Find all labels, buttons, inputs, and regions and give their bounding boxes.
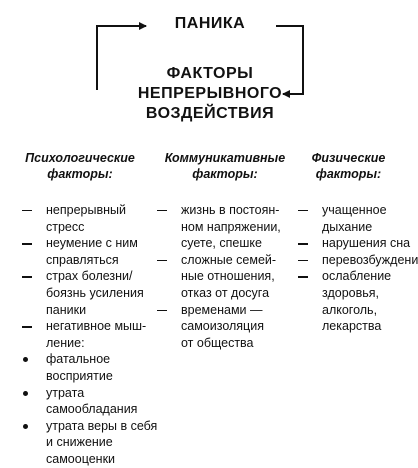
list-item-text: перевозбуждение — [322, 252, 418, 269]
list-item-line: самоизоляция — [181, 319, 264, 334]
column-heading: Психологические факторы: — [20, 150, 140, 182]
list-item-text: непрерывный стресс — [46, 202, 170, 235]
factors-title-line: ФАКТОРЫ — [166, 65, 254, 82]
list-item-line: ном напряжении, — [181, 219, 281, 234]
list-item-line: самооценки — [46, 451, 116, 466]
list-item-text: нарушения сна — [322, 235, 414, 252]
list-item: учащенное дыхание — [296, 202, 414, 235]
list-item-text: учащенное дыхание — [322, 202, 414, 235]
diagram: ПАНИКА ФАКТОРЫ НЕПРЕРЫВНОГО ВОЗДЕЙСТВИЯ … — [22, 15, 418, 466]
list-item-line: боязнь усиления — [46, 285, 144, 300]
list-item: страх болезни/боязнь усиления паники — [20, 268, 170, 318]
list-item-line: негативное мыш- — [46, 319, 147, 334]
list-item-line: неумение с ним — [46, 236, 138, 251]
list-item-line: временами — — [181, 302, 263, 317]
column-heading-line: Психологические — [25, 151, 135, 165]
list-item: нарушения сна — [296, 235, 414, 252]
column-heading: Коммуникативные факторы: — [155, 150, 295, 182]
list-item-line: здоровья, — [322, 285, 380, 300]
list-item-line: ослабление — [322, 269, 392, 284]
arrow-to-factors — [276, 25, 304, 98]
list-item-line: утрата веры в себя — [46, 418, 158, 433]
column-heading-line: Физические — [311, 151, 386, 165]
list-item-line: утрата — [46, 385, 85, 400]
factors-title-line: НЕПРЕРЫВНОГО — [137, 85, 283, 102]
list-item-line: дыхание — [322, 219, 373, 234]
column-heading-line: факторы: — [315, 167, 382, 181]
list-item: непрерывный стресс — [20, 202, 170, 235]
list-item-line: нарушения сна — [322, 236, 411, 251]
list-item-line: отказ от досуга — [181, 285, 270, 300]
list-item-line: сложные семей- — [181, 252, 277, 267]
arrow-to-panic — [96, 22, 147, 90]
list-item-line: жизнь в постоян- — [181, 203, 280, 217]
list-item-line: от общества — [181, 335, 254, 350]
communicative-factors-column: Коммуникативные факторы: жизнь в постоян… — [155, 150, 295, 351]
list-item-line: и снижение — [46, 435, 113, 450]
list-item-line: ление: — [46, 335, 85, 350]
panic-label: ПАНИКА — [174, 15, 246, 32]
list-item-text: сложные семей-ные отношения,отказ от дос… — [181, 252, 295, 302]
column-heading-line: факторы: — [192, 167, 258, 181]
list-item-line: перевозбуждение — [322, 252, 418, 267]
list-item: перевозбуждение — [296, 252, 418, 269]
list-item-line: непрерывный — [46, 203, 126, 217]
list-item: утрата самообладания — [20, 385, 170, 418]
psychological-factors-column: Психологические факторы: непрерывный стре… — [20, 150, 170, 468]
factors-title-line: ВОЗДЕЙСТВИЯ — [145, 105, 275, 122]
list-item-line: самообладания — [46, 402, 138, 417]
physical-factors-column: Физические факторы: учащенное дыхание нару… — [296, 150, 418, 335]
list-item-line: ные отношения, — [181, 269, 275, 284]
column-heading: Физические факторы: — [296, 150, 401, 182]
list-item: жизнь в постоян-ном напряжении, суете, сп… — [155, 202, 295, 252]
column-heading-line: Коммуникативные — [164, 151, 286, 165]
list-item-line: алкоголь, — [322, 302, 378, 317]
list-item-line: стресс — [46, 219, 85, 234]
list-item: негативное мыш-ление: — [20, 318, 170, 351]
list-item-line: справляться — [46, 252, 119, 267]
list-item-text: страх болезни/боязнь усиления паники — [46, 268, 170, 318]
cycle-arrows — [96, 22, 304, 98]
list-item-line: учащенное — [322, 203, 387, 217]
list-item-line: паники — [46, 302, 87, 317]
list-item-text: утрата самообладания — [46, 385, 170, 418]
column-heading-line: факторы: — [47, 167, 113, 181]
factors-title: ФАКТОРЫ НЕПРЕРЫВНОГО ВОЗДЕЙСТВИЯ — [110, 64, 310, 124]
list-item-text: негативное мыш-ление: — [46, 318, 170, 351]
factor-list: жизнь в постоян-ном напряжении, суете, сп… — [155, 202, 295, 351]
list-item-line: лекарства — [322, 319, 382, 334]
list-item-line: восприятие — [46, 368, 113, 383]
list-item-line: страх болезни/ — [46, 269, 133, 284]
list-item-line: суете, спешке — [181, 236, 262, 251]
list-item: сложные семей-ные отношения,отказ от дос… — [155, 252, 295, 302]
list-item-text: жизнь в постоян-ном напряжении, суете, сп… — [181, 202, 295, 252]
list-item-line: фатальное — [46, 352, 111, 367]
